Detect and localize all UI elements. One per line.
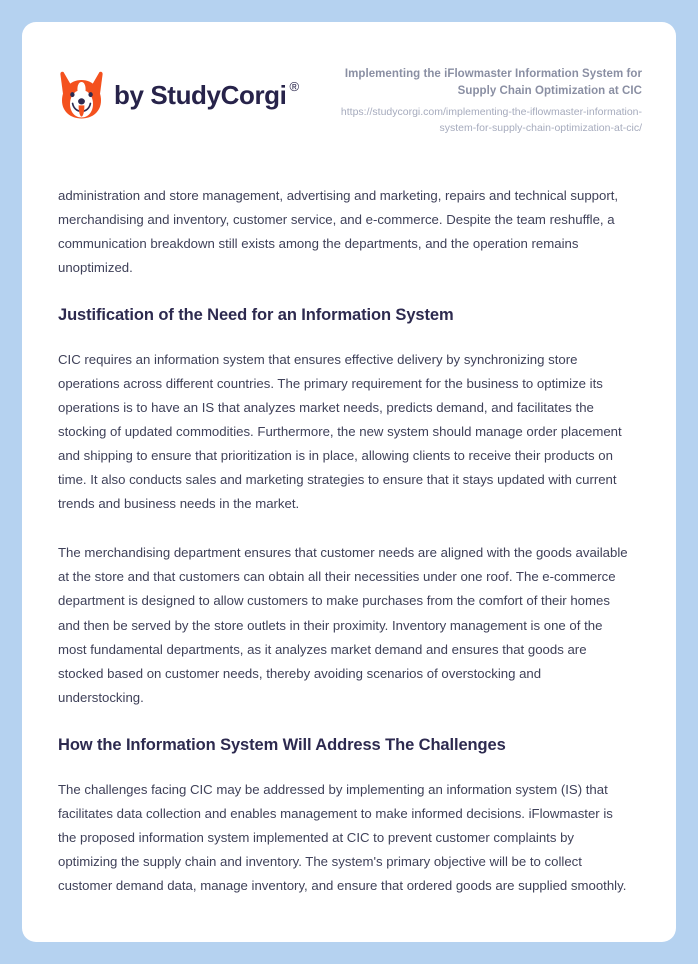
studycorgi-brand-logo[interactable]: by StudyCorgi ®	[58, 60, 299, 120]
section-heading: Justification of the Need for an Informa…	[58, 305, 454, 324]
document-header-meta: Implementing the iFlowmaster Information…	[312, 60, 642, 137]
body-paragraph: administration and store management, adv…	[58, 187, 619, 275]
section-heading: How the Information System Will Address …	[58, 735, 506, 754]
body-paragraph: The merchandising department ensures tha…	[58, 545, 628, 705]
registered-trademark-icon: ®	[289, 79, 299, 94]
brand-wordmark: by StudyCorgi ®	[114, 79, 299, 110]
document-page-card: by StudyCorgi ® Implementing the iFlowma…	[22, 22, 676, 942]
document-body: administration and store management, adv…	[22, 184, 676, 898]
corgi-fox-face-icon	[60, 71, 103, 119]
brand-wordmark-text: by StudyCorgi	[114, 80, 287, 110]
document-source-url[interactable]: https://studycorgi.com/implementing-the-…	[340, 106, 642, 135]
document-header: by StudyCorgi ® Implementing the iFlowma…	[22, 22, 676, 137]
document-title: Implementing the iFlowmaster Information…	[344, 68, 642, 97]
body-paragraph: CIC requires an information system that …	[58, 352, 622, 512]
body-paragraph: The challenges facing CIC may be address…	[58, 782, 627, 894]
